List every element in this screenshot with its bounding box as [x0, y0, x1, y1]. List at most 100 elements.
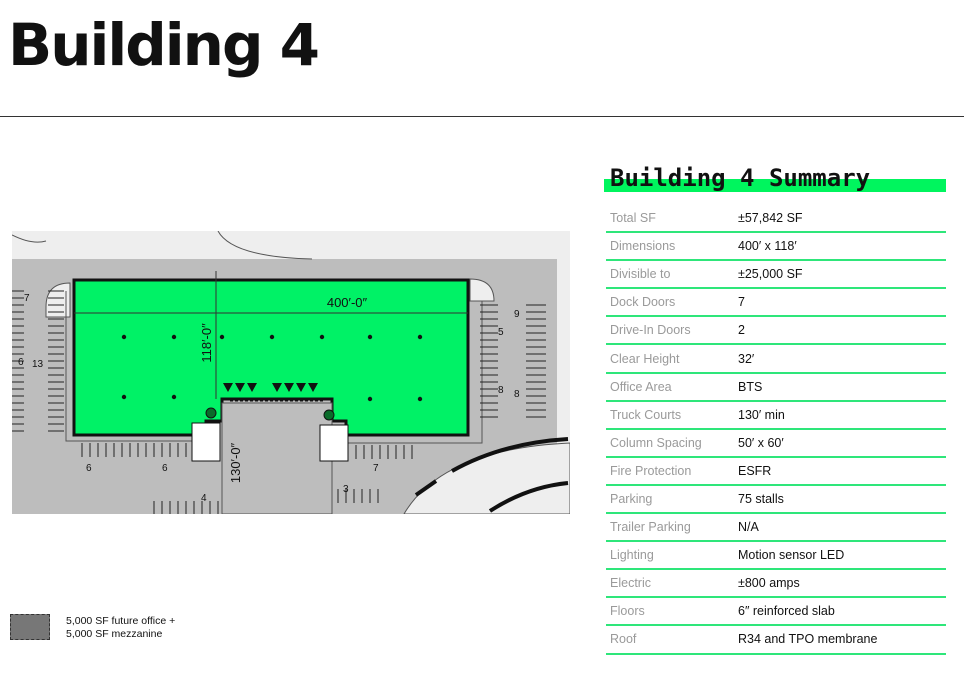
stall-count-label: 13 [32, 359, 44, 370]
summary-row-label: Dock Doors [606, 288, 734, 318]
road-marking [414, 479, 438, 497]
column-dot [121, 334, 127, 340]
drive-in-door-marker [205, 407, 217, 419]
legend-swatch [10, 614, 50, 640]
stall-count-label: 6 [162, 463, 168, 474]
summary-row-label: Drive-In Doors [606, 316, 734, 346]
summary-row-value: 7 [734, 288, 946, 318]
column-dot [417, 334, 423, 340]
column-grid [121, 334, 423, 402]
truck-court [221, 402, 333, 514]
drive-in-door-marker [323, 409, 335, 421]
stall-count-label: 7 [24, 293, 30, 304]
curb-left [65, 291, 198, 442]
dimension-label-court: 130′-0″ [228, 442, 243, 483]
summary-row: Divisible to±25,000 SF [606, 260, 946, 290]
summary-row-label: Divisible to [606, 260, 734, 290]
dock-door-marker [296, 383, 306, 392]
summary-row-value: BTS [734, 372, 946, 402]
stall-count-label: 8 [498, 385, 504, 396]
summary-row-label: Total SF [606, 205, 734, 234]
column-dot [269, 334, 275, 340]
column-dot [417, 396, 423, 402]
summary-row-label: Floors [606, 597, 734, 627]
column-dot [121, 394, 127, 400]
site-plan: 400′-0″ 118′-0″ 130′-0″ 7 13 6 9 5 8 8 6… [12, 231, 570, 514]
summary-row-value: 130′ min [734, 400, 946, 430]
summary-title-highlight [604, 179, 946, 192]
stall-count-label: 6 [18, 357, 24, 368]
dock-door-marker [272, 383, 282, 392]
summary-row-label: Dimensions [606, 232, 734, 262]
summary-row-label: Lighting [606, 541, 734, 571]
summary-row-label: Electric [606, 569, 734, 599]
title-divider [0, 116, 964, 117]
summary-row: Total SF±57,842 SF [606, 205, 946, 234]
summary-row-value: N/A [734, 513, 946, 543]
stall-count-label: 9 [514, 309, 520, 320]
legend-text: 5,000 SF future office + 5,000 SF mezzan… [66, 615, 175, 641]
stall-count-label: 6 [86, 463, 92, 474]
column-dot [171, 334, 177, 340]
landscape-island-right [469, 278, 495, 302]
stall-count-label: 7 [373, 463, 379, 474]
summary-row-label: Office Area [606, 372, 734, 402]
summary-row-value: 6″ reinforced slab [734, 597, 946, 627]
column-dot [319, 334, 325, 340]
dock-door-marker [284, 383, 294, 392]
summary-row-value: 50′ x 60′ [734, 428, 946, 458]
summary-row-label: Clear Height [606, 344, 734, 374]
curb-right [347, 301, 483, 444]
summary-row-label: Truck Courts [606, 400, 734, 430]
dock-door-marker [247, 383, 257, 392]
column-dot [367, 396, 373, 402]
summary-row-value: ±800 amps [734, 569, 946, 599]
summary-row-label: Fire Protection [606, 456, 734, 486]
summary-row-value: R34 and TPO membrane [734, 625, 946, 655]
dock-door-marker [235, 383, 245, 392]
summary-row-label: Column Spacing [606, 428, 734, 458]
road-arc [488, 481, 569, 513]
summary-row-value: 400′ x 118′ [734, 232, 946, 262]
top-curve [217, 231, 313, 260]
legend-line: 5,000 SF mezzanine [66, 628, 163, 640]
summary-row: Electric±800 amps [606, 569, 946, 599]
column-dot [171, 394, 177, 400]
dock-doors [223, 383, 318, 392]
summary-row-value: 2 [734, 316, 946, 346]
summary-row-label: Trailer Parking [606, 513, 734, 543]
drive-in-ramp [191, 422, 221, 462]
dimension-label-width: 400′-0″ [327, 295, 368, 310]
dock-door-marker [308, 383, 318, 392]
summary-row-value: ±25,000 SF [734, 260, 946, 290]
page-title: Building 4 [8, 11, 320, 79]
summary-row-value: 32′ [734, 344, 946, 374]
top-curve [12, 234, 47, 243]
summary-row-label: Roof [606, 625, 734, 655]
summary-row-label: Parking [606, 484, 734, 515]
summary-row-value: Motion sensor LED [734, 541, 946, 571]
legend-line: 5,000 SF future office + [66, 615, 176, 627]
parking-stalls [12, 290, 546, 514]
drive-in-ramp [319, 424, 349, 462]
stall-count-label: 4 [201, 493, 207, 504]
summary-row-value: ±57,842 SF [734, 205, 946, 234]
column-dot [219, 334, 225, 340]
dock-door-marker [223, 383, 233, 392]
column-dot [367, 334, 373, 340]
stall-count-label: 8 [514, 389, 520, 400]
